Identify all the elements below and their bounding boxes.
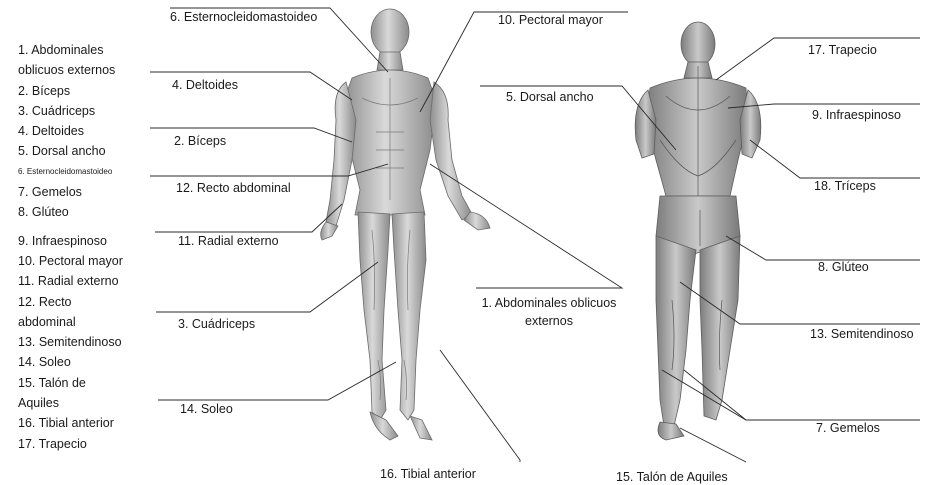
- label-gluteo: 8. Glúteo: [818, 260, 869, 275]
- label-abdominales-oblicuos: 1. Abdominales oblicuos externos: [474, 296, 624, 329]
- label-pectoral-mayor: 10. Pectoral mayor: [498, 13, 603, 28]
- label-esternocleidomastoideo: 6. Esternocleidomastoideo: [170, 10, 317, 25]
- label-abdominales-line2: externos: [474, 314, 624, 329]
- label-infraespinoso: 9. Infraespinoso: [812, 108, 901, 123]
- label-soleo: 14. Soleo: [180, 402, 233, 417]
- label-biceps: 2. Bíceps: [174, 134, 226, 149]
- label-recto-abdominal: 12. Recto abdominal: [176, 181, 291, 196]
- label-gemelos: 7. Gemelos: [816, 421, 880, 436]
- label-semitendinoso: 13. Semitendinoso: [810, 327, 914, 342]
- label-trapecio: 17. Trapecio: [808, 43, 877, 58]
- label-dorsal-ancho: 5. Dorsal ancho: [506, 90, 594, 105]
- label-cuadriceps: 3. Cuádriceps: [178, 317, 255, 332]
- label-abdominales-line1: 1. Abdominales oblicuos: [474, 296, 624, 311]
- label-deltoides: 4. Deltoides: [172, 78, 238, 93]
- front-body-figure: [321, 9, 490, 440]
- label-triceps: 18. Tríceps: [814, 179, 876, 194]
- label-radial-externo: 11. Radial externo: [178, 234, 279, 249]
- label-talon-aquiles: 15. Talón de Aquiles: [616, 470, 728, 485]
- label-tibial-anterior: 16. Tibial anterior: [380, 467, 476, 482]
